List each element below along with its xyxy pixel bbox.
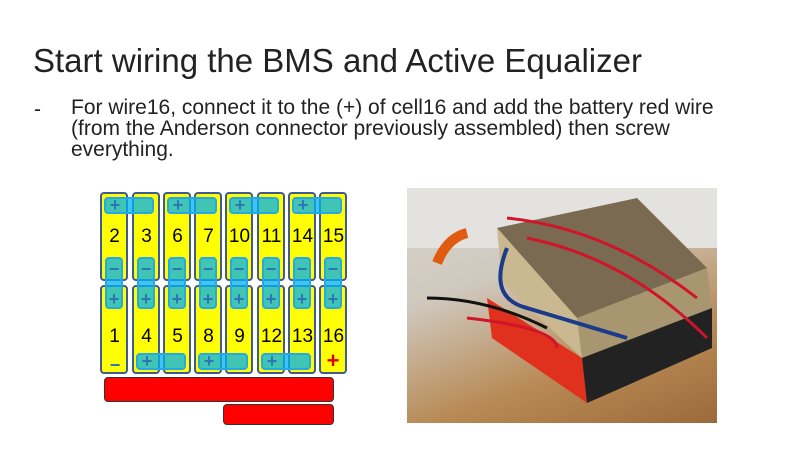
cell-number: 5 [172,326,183,347]
top-busbar [229,197,279,214]
plus-icon: + [234,195,246,215]
minus-icon: − [140,259,152,279]
cell-number: 16 [322,326,345,347]
plus-icon: + [203,351,215,371]
bottom-busbar [261,353,311,370]
minus-icon: − [327,259,339,279]
vertical-busbar [262,257,280,309]
plus-icon: + [327,289,339,309]
anderson-red-wire [223,404,334,425]
cell-number: 10 [228,226,251,247]
cell-number: 12 [260,326,283,347]
cell-number: 2 [109,226,120,247]
cell-number: 8 [203,326,214,347]
top-busbar [292,197,342,214]
minus-icon: − [171,259,183,279]
plus-icon: + [296,289,308,309]
minus-icon: − [265,259,277,279]
battery-pack-photo [407,188,717,423]
plus-icon: + [140,289,152,309]
vertical-busbar [293,257,311,309]
minus-icon: − [108,259,120,279]
plus-icon: + [233,289,245,309]
minus-icon: − [109,355,121,375]
bullet-marker: - [34,98,41,121]
cell-number: 13 [291,326,314,347]
battery-red-wire [104,377,334,402]
plus-icon: + [141,351,153,371]
bullet-text: For wire16, connect it to the (+) of cel… [71,96,714,161]
slide-title: Start wiring the BMS and Active Equalize… [33,42,642,79]
plus-icon: + [171,289,183,309]
plus-icon: + [297,195,309,215]
plus-icon: + [265,289,277,309]
top-busbar [104,197,154,214]
cell-number: 3 [141,226,152,247]
vertical-busbar [168,257,186,309]
cell-number: 9 [234,326,245,347]
plus-icon: + [172,195,184,215]
vertical-busbar [105,257,123,309]
cell-number: 6 [172,226,183,247]
top-busbar [167,197,217,214]
plus-icon: + [326,348,340,373]
cell-number: 1 [109,326,120,347]
vertical-busbar [199,257,217,309]
plus-icon: + [266,351,278,371]
bottom-busbar [136,353,186,370]
vertical-busbar [324,257,342,309]
plus-icon: + [109,195,121,215]
photo-illustration [407,188,717,403]
vertical-busbar [137,257,155,309]
cell-number: 14 [291,226,314,247]
cell-number: 4 [141,326,152,347]
cell-number: 11 [261,226,282,247]
vertical-busbar [230,257,248,309]
plus-icon: + [202,289,214,309]
minus-icon: − [233,259,245,279]
bottom-busbar [198,353,248,370]
cell-number: 15 [322,226,345,247]
minus-icon: − [296,259,308,279]
cell-number: 7 [203,226,214,247]
minus-icon: − [202,259,214,279]
plus-icon: + [108,289,120,309]
